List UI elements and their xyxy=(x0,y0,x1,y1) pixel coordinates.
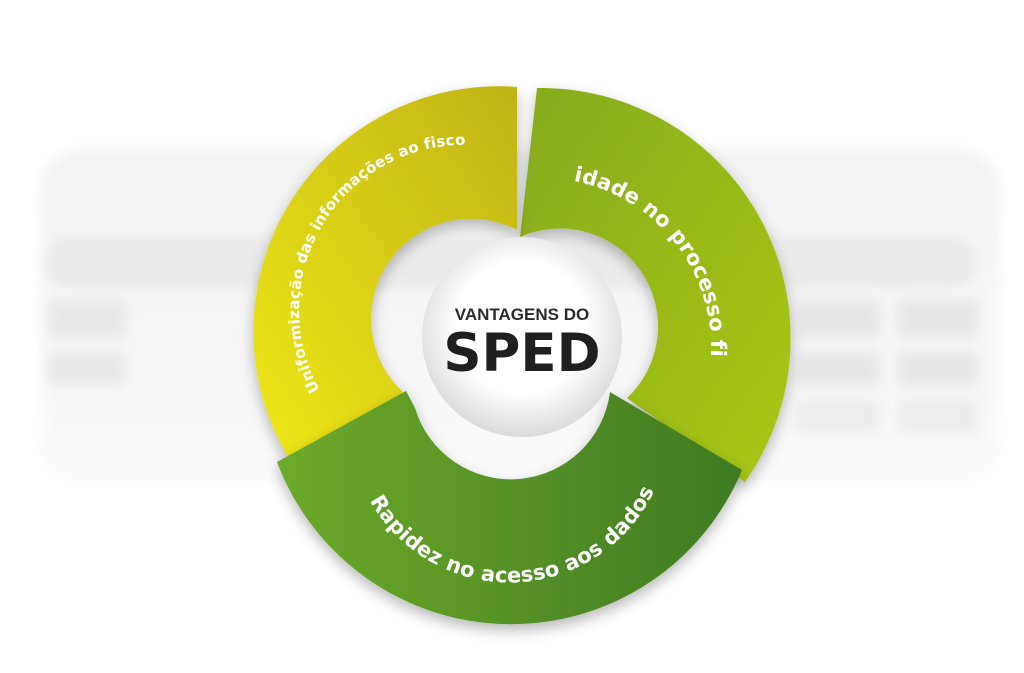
center-title-main: SPED xyxy=(443,323,600,384)
bg-cell xyxy=(48,352,126,386)
segment-agilidade xyxy=(520,87,791,482)
bg-cell xyxy=(898,352,978,386)
segment-rapidez xyxy=(277,391,742,625)
center-title-top: VANTAGENS DO xyxy=(455,305,589,324)
bg-cell xyxy=(48,300,126,338)
center-disc xyxy=(422,237,622,437)
bg-cell xyxy=(898,300,978,338)
bg-cell xyxy=(795,300,880,338)
bg-cell xyxy=(795,352,880,386)
bg-cell xyxy=(898,398,978,434)
bg-cell xyxy=(795,398,880,434)
segment-uniformizacao xyxy=(253,86,518,461)
